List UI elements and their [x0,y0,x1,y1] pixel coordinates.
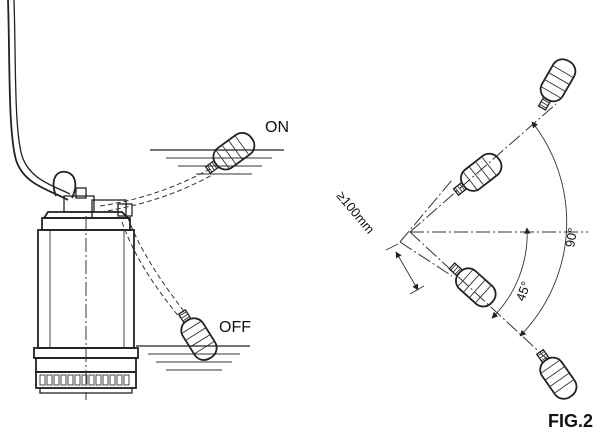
label-angle-90: 90° [562,227,580,249]
label-distance: ≥100mm [334,188,378,236]
float-position-mid-upper [447,148,507,203]
float-position-top [530,54,581,115]
float-angle-diagram: ≥100mm 45° 90° [334,54,588,405]
lower-float-axis [409,231,549,361]
figure-label: FIG.2 [548,411,593,431]
float-position-bottom [529,344,582,405]
water-level-on [150,149,284,175]
water-level-off [136,345,250,371]
angle-arc-90 [519,121,568,337]
power-cable [7,0,69,201]
angle-arc-45 [491,227,531,319]
upper-float-axis [409,103,557,233]
distance-dimension-line [395,251,419,291]
label-off: OFF [219,319,251,336]
float-position-mid-lower [443,256,502,312]
float-cable-off [127,217,187,315]
pump-illustration [7,0,139,400]
float-switch-off [170,304,222,366]
label-angle-45: 45° [513,279,534,303]
float-switch-on [200,127,260,181]
label-on: ON [265,119,289,136]
pump-handle [52,170,77,199]
